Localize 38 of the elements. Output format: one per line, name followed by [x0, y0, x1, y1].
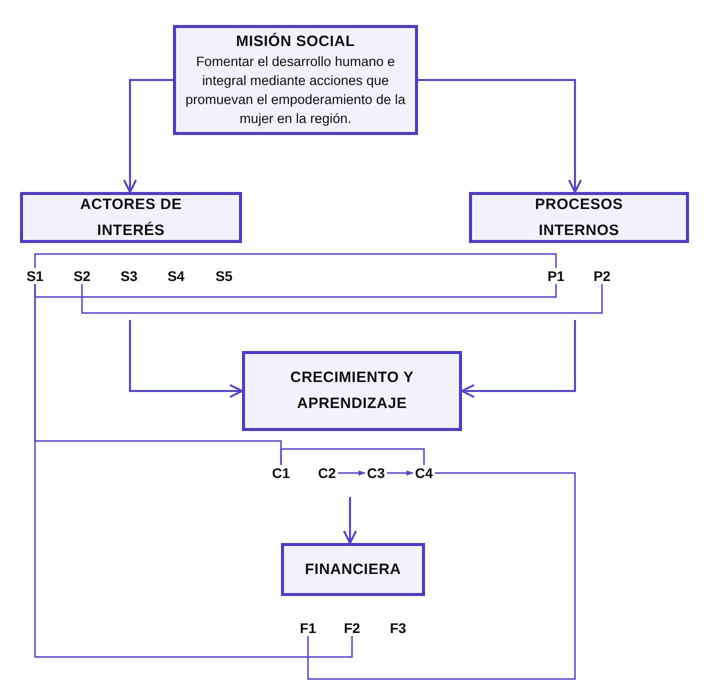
indicator-code: C3	[365, 465, 387, 481]
box-title: CRECIMIENTO Y APRENDIZAJE	[289, 368, 415, 414]
indicator-code: P2	[592, 268, 612, 284]
box-title: ACTORES DE INTERÉS	[79, 194, 183, 240]
perspective-box	[469, 192, 689, 243]
perspective-box	[173, 25, 418, 135]
indicator-code: F1	[298, 620, 318, 636]
connector-line	[280, 448, 425, 465]
indicator-code: S1	[25, 268, 45, 284]
perspective-box	[242, 351, 462, 431]
box-description: Fomentar el desarrollo humano e integral mediante acciones que promuevan el empoderamiento de la mujer en la región.	[184, 53, 406, 128]
arrow	[338, 470, 366, 476]
arrow	[343, 497, 357, 544]
indicator-code: P1	[546, 268, 566, 284]
indicator-code: C2	[316, 465, 338, 481]
connector-line	[81, 284, 603, 314]
indicator-code: S3	[119, 268, 139, 284]
indicator-code: S2	[72, 268, 92, 284]
indicator-code: F3	[388, 620, 408, 636]
indicator-code: C4	[413, 465, 435, 481]
arrow	[418, 79, 582, 193]
arrow	[387, 470, 414, 476]
perspective-box	[20, 192, 242, 243]
perspective-box	[281, 543, 425, 596]
connector-line	[307, 472, 576, 680]
connector-line	[34, 284, 353, 658]
box-title: PROCESOS INTERNOS	[534, 194, 624, 240]
arrow	[123, 79, 173, 193]
box-title: MISIÓN SOCIAL	[236, 32, 356, 52]
indicator-code: C1	[271, 465, 291, 481]
connector-line	[34, 253, 557, 268]
indicator-code: S5	[214, 268, 234, 284]
box-title: FINANCIERA	[304, 560, 402, 580]
arrow	[129, 320, 243, 398]
arrow	[461, 320, 576, 398]
indicator-code: F2	[342, 620, 362, 636]
connector-line	[34, 284, 557, 298]
indicator-code: S4	[166, 268, 186, 284]
